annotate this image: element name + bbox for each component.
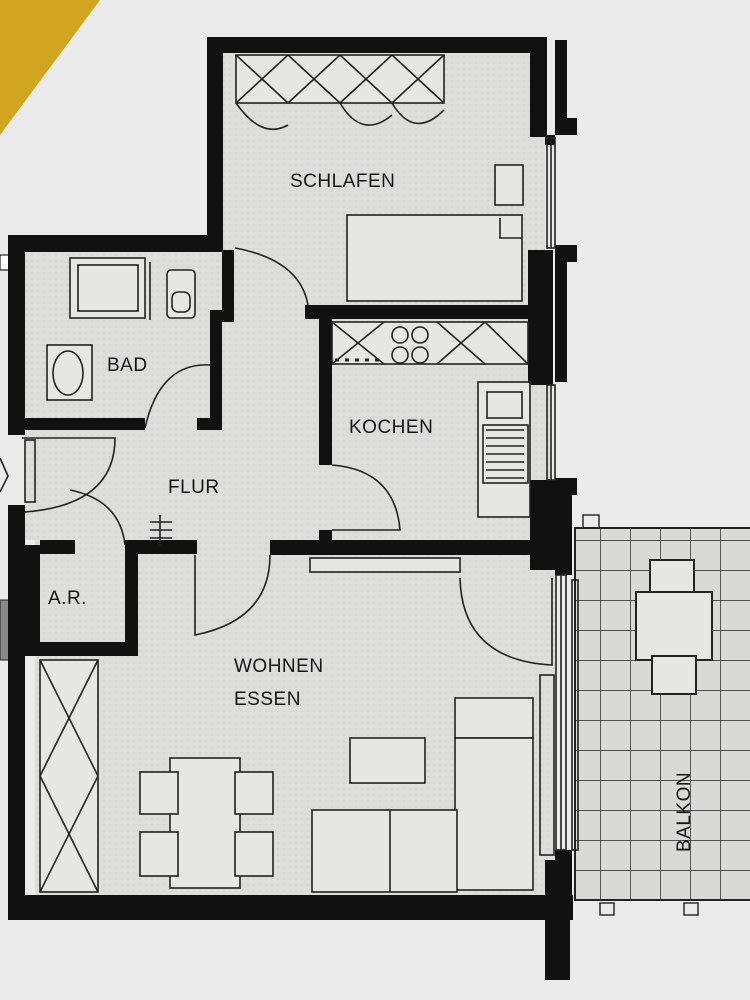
room-label-balkon: BALKON	[674, 772, 695, 852]
bedroom-door	[234, 247, 309, 306]
dining-chair	[234, 771, 274, 815]
living-fixtures	[39, 557, 553, 893]
balcony	[574, 514, 750, 916]
walls	[8, 37, 577, 980]
bed	[346, 164, 524, 302]
hall-fixtures	[22, 437, 271, 636]
room-label-schlafen: SCHLAFEN	[290, 171, 395, 192]
room-label-bad: BAD	[107, 355, 148, 376]
bath-fixtures	[46, 257, 211, 429]
room-label-ar: A.R.	[48, 588, 87, 609]
wardrobe	[235, 54, 445, 131]
kitchen-fixtures	[331, 321, 531, 531]
dining-table	[169, 757, 241, 889]
dining-chair	[139, 771, 179, 815]
room-label-flur: FLUR	[168, 477, 220, 498]
balcony-table	[635, 591, 713, 661]
dining-chair	[139, 831, 179, 877]
windows	[24, 137, 567, 856]
room-label-essen: ESSEN	[234, 689, 301, 710]
room-label-kochen: KOCHEN	[349, 417, 433, 438]
dining-chair	[234, 831, 274, 877]
corner-accent	[0, 0, 100, 135]
room-label-wohnen: WOHNEN	[234, 656, 324, 677]
balcony-chair	[651, 655, 697, 695]
